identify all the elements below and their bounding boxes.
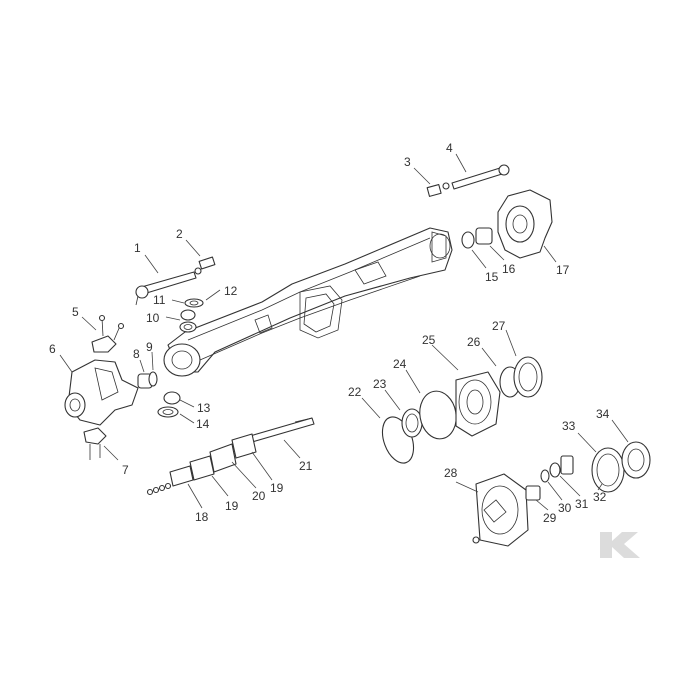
callout-13: 13 (197, 401, 211, 415)
tie-rod-right (426, 164, 510, 197)
callout-16: 16 (502, 262, 516, 276)
hub-assembly (381, 356, 543, 464)
callout-29: 29 (543, 511, 557, 525)
callout-23: 23 (373, 377, 387, 391)
callout-24: 24 (393, 357, 407, 371)
callout-14: 14 (196, 417, 210, 431)
callout-labels: 1 2 3 4 5 6 7 8 9 10 11 12 13 14 15 16 1… (49, 141, 610, 525)
callout-34: 34 (596, 407, 610, 421)
callout-32: 32 (593, 490, 607, 504)
callout-20: 20 (252, 489, 266, 503)
callout-11: 11 (153, 293, 166, 307)
brand-logo-icon (600, 532, 640, 558)
callout-7: 7 (122, 463, 129, 477)
callout-19-left: 19 (225, 499, 239, 513)
callout-12: 12 (224, 284, 238, 298)
callout-8: 8 (133, 347, 140, 361)
axle-housing (163, 227, 453, 377)
callout-22: 22 (348, 385, 362, 399)
bushing-8-9 (137, 371, 158, 389)
callout-3: 3 (404, 155, 411, 169)
callout-26: 26 (467, 335, 481, 349)
callout-17: 17 (556, 263, 570, 277)
callout-18: 18 (195, 510, 209, 524)
callout-5: 5 (72, 305, 79, 319)
callout-33: 33 (562, 419, 576, 433)
steering-knuckle-right (461, 189, 553, 259)
tie-rod-end-left (135, 256, 216, 306)
callout-15: 15 (485, 270, 499, 284)
callout-1: 1 (134, 241, 141, 255)
callout-21: 21 (299, 459, 313, 473)
callout-10: 10 (146, 311, 160, 325)
washers-13-14 (157, 391, 181, 418)
steering-knuckle-left (64, 314, 139, 460)
callout-19-right: 19 (270, 481, 284, 495)
callout-28: 28 (444, 466, 458, 480)
callout-9: 9 (146, 340, 153, 354)
drive-shaft (146, 417, 315, 496)
callout-30: 30 (558, 501, 572, 515)
callout-31: 31 (575, 497, 589, 511)
washers-10-12 (179, 298, 204, 333)
callout-4: 4 (446, 141, 453, 155)
callout-27: 27 (492, 319, 506, 333)
callout-25: 25 (422, 333, 436, 347)
planetary-hub (472, 441, 651, 547)
callout-6: 6 (49, 342, 56, 356)
callout-2: 2 (176, 227, 183, 241)
leader-lines (59, 153, 629, 511)
